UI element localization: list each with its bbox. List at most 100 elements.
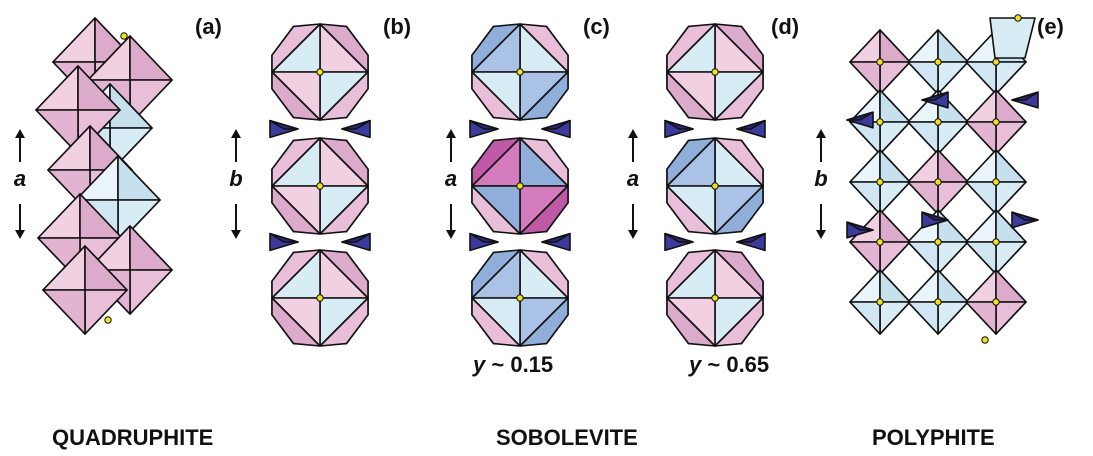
panel-d-rosette0-face — [666, 71, 716, 121]
panel-c-rosette0-face — [471, 71, 521, 121]
panel-c-rosette1-face — [519, 185, 569, 235]
panel-e-tet3-face — [1011, 211, 1039, 221]
panel-e-unit2-2-face — [995, 149, 1027, 183]
axis-arrow-down-e — [816, 204, 826, 239]
panel-e-unit4-2-face — [965, 269, 997, 303]
panel-e-unit4-1-face — [937, 269, 969, 303]
axis-label-b: b — [229, 166, 243, 191]
y-value-d: y ~ 0.65 — [689, 352, 769, 378]
panel-b-tet-r1-face — [341, 232, 371, 243]
panel-d-rosette0-face — [714, 71, 764, 121]
panel-b-tet-l1-face — [269, 232, 299, 243]
polyhedra-layer — [35, 14, 1039, 347]
panel-b-rosette0-face — [319, 71, 369, 121]
panel-d-rosette1-atom — [711, 182, 719, 190]
panel-e-unit2-1-face — [907, 149, 939, 183]
panel-a-atom-bottom — [104, 316, 112, 324]
panel-e-top-block — [989, 17, 1036, 59]
panel-e-unit1-0-face — [879, 121, 911, 155]
panel-d-tet-r0-face — [736, 119, 766, 130]
panel-e-unit1-0-face — [849, 121, 881, 155]
axis-arrow-up-b — [231, 129, 241, 162]
panel-e-unit2-1-face — [937, 149, 969, 183]
panel-c-tet-r0-face — [541, 119, 571, 130]
axis-label-e: b — [814, 166, 828, 191]
axis-arrow-up-a — [15, 129, 25, 162]
axis-label-c: a — [444, 166, 458, 191]
panel-e-atom1-2 — [992, 118, 1000, 126]
panel-e-unit0-1-face — [937, 61, 969, 95]
panel-e-unit1-2-face — [995, 89, 1027, 123]
y-number-d: ~ 0.65 — [707, 352, 770, 377]
panel-e-tet2-face — [1011, 91, 1039, 101]
panel-c-rosette2-face — [519, 297, 569, 347]
panel-label-b: (b) — [383, 14, 412, 39]
panel-e-unit2-0-face — [879, 181, 911, 215]
panel-c-rosette0-atom — [516, 68, 524, 76]
panel-e-unit2-2-face — [995, 181, 1027, 215]
axis-label-d: a — [626, 166, 640, 191]
axis-arrow-down-b — [231, 204, 241, 239]
panel-e-atom3-0 — [876, 238, 884, 246]
panel-e-unit2-0-face — [849, 181, 881, 215]
panel-e-unit4-1-face — [907, 269, 939, 303]
panel-e-atom-top — [1014, 14, 1022, 22]
panel-a-unit8-face — [84, 289, 128, 335]
panel-d-rosette1-face — [666, 185, 716, 235]
panel-d-tet-r1-face — [736, 232, 766, 243]
panel-a-unit0-face — [52, 17, 96, 63]
panel-e-unit0-0-face — [879, 29, 911, 63]
panel-e-unit3-1-face — [937, 209, 969, 243]
panel-e-atom3-2 — [992, 238, 1000, 246]
panel-e-unit0-2-face — [995, 61, 1027, 95]
panel-b-tet-l0-face — [269, 119, 299, 130]
panel-e-unit2-1-face — [907, 181, 939, 215]
y-symbol-c: y — [473, 352, 486, 377]
panel-e-unit1-1-face — [937, 121, 969, 155]
panel-b-rosette1-face — [319, 185, 369, 235]
panel-e-unit1-1-face — [907, 89, 939, 123]
panel-d-tet-l0-face — [664, 119, 694, 130]
panel-c-tet-r1-face — [541, 232, 571, 243]
panel-e-unit4-0-face — [849, 301, 881, 335]
panel-label-d: (d) — [771, 14, 800, 39]
panel-e-unit0-1-face — [907, 61, 939, 95]
panel-e-tet5-face — [846, 221, 874, 231]
panel-e-unit4-0-face — [849, 269, 881, 303]
axis-arrow-down-c — [446, 204, 456, 239]
panel-b-rosette2-face — [271, 297, 321, 347]
y-value-c: y ~ 0.15 — [473, 352, 553, 378]
caption-quadruphite: QUADRUPHITE — [52, 425, 214, 450]
panel-label-a: (a) — [195, 14, 222, 39]
panel-e-unit4-2-face — [965, 301, 997, 335]
panel-e-unit0-1-face — [937, 29, 969, 63]
panel-a-unit7-face — [129, 269, 173, 315]
panel-a-unit3-face — [35, 109, 79, 155]
panel-e-unit4-2-face — [995, 269, 1027, 303]
panel-a-unit7-face — [129, 225, 173, 271]
panel-e-unit3-1-face — [937, 241, 969, 275]
panel-e-atom1-0 — [876, 118, 884, 126]
panel-b-rosette0-face — [271, 71, 321, 121]
panel-e-unit4-1-face — [937, 301, 969, 335]
panel-e-unit1-2-face — [995, 121, 1027, 155]
panel-e-atom0-2 — [992, 58, 1000, 66]
panel-e-unit1-0-face — [879, 89, 911, 123]
panel-e-atom1-1 — [934, 118, 942, 126]
y-number-c: ~ 0.15 — [491, 352, 554, 377]
panel-e-atom0-0 — [876, 58, 884, 66]
panel-c-rosette2-face — [471, 297, 521, 347]
panel-e-unit2-2-face — [965, 181, 997, 215]
panel-e-unit3-0-face — [849, 241, 881, 275]
panel-e-unit3-1-face — [907, 241, 939, 275]
panel-b-rosette2-face — [319, 297, 369, 347]
panel-e-unit1-1-face — [907, 121, 939, 155]
axis-arrow-up-e — [816, 129, 826, 162]
panel-label-c: (c) — [583, 14, 610, 39]
panel-e-unit3-0-face — [879, 241, 911, 275]
panel-c-tet-l1-face — [469, 232, 499, 243]
axis-arrow-up-c — [446, 129, 456, 162]
panel-e-atom-bottom — [981, 336, 989, 344]
panel-e-unit4-0-face — [879, 301, 911, 335]
